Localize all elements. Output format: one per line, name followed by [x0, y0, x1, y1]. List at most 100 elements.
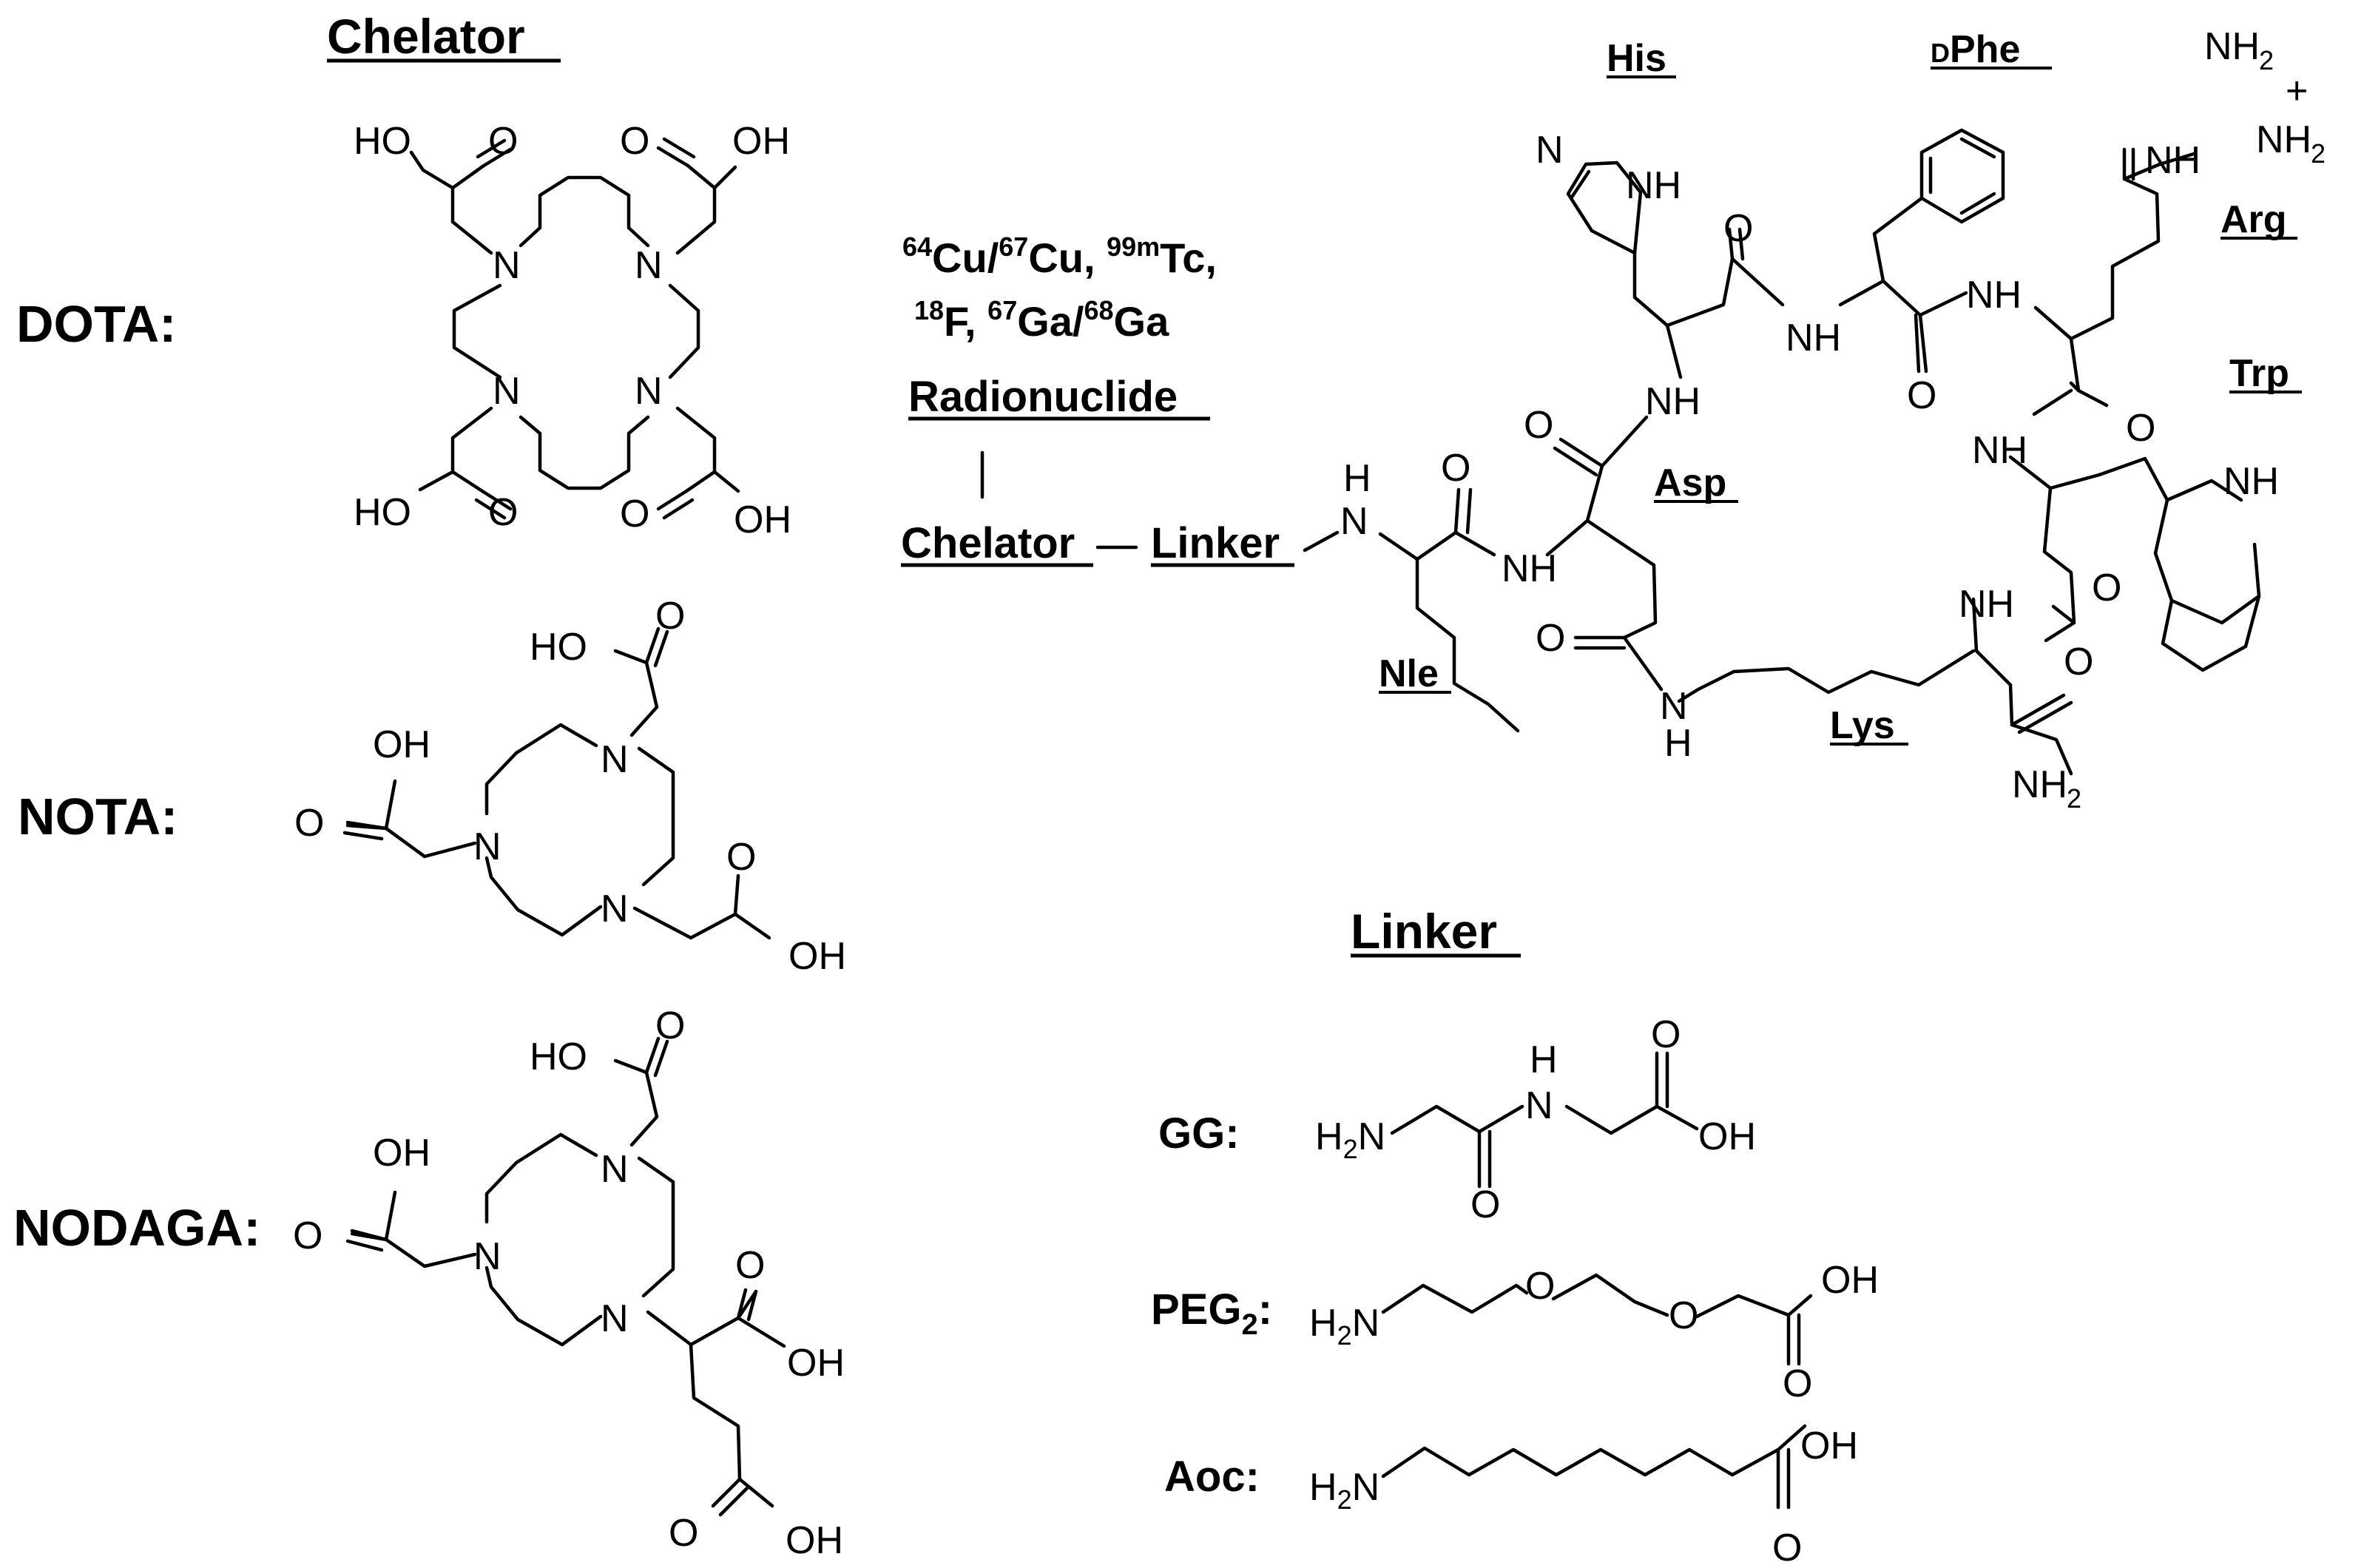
aoc-structure: H2N OH O: [1309, 1424, 1858, 1568]
nodaga-atoms: N N N HO O OH O O OH O OH: [293, 1004, 845, 1562]
svg-text:NH: NH: [2012, 763, 2067, 806]
svg-text:OH: OH: [786, 1519, 843, 1562]
svg-text:O: O: [1470, 1183, 1500, 1226]
svg-text:H: H: [1343, 457, 1371, 500]
svg-text:NH: NH: [2145, 139, 2201, 182]
svg-text:H2N: H2N: [1309, 1466, 1379, 1515]
isotopes-line-1: 64Cu/67Cu, 99mTc,: [902, 232, 1217, 281]
svg-text:NH: NH: [1966, 274, 2022, 317]
svg-text:O: O: [293, 1214, 322, 1257]
svg-text:N: N: [473, 1235, 501, 1278]
svg-text:2: 2: [2311, 138, 2326, 169]
svg-text:O: O: [488, 491, 518, 534]
svg-text:O: O: [1524, 404, 1553, 447]
svg-text:OH: OH: [732, 120, 790, 163]
gg-structure: H2N H N O O OH: [1315, 1013, 1756, 1226]
svg-text:HO: HO: [354, 491, 411, 534]
svg-text:O: O: [669, 1512, 698, 1555]
residue-trp: Trp: [2229, 352, 2289, 395]
svg-text:O: O: [1783, 1362, 1812, 1405]
svg-text:HO: HO: [354, 120, 411, 163]
svg-text:OH: OH: [734, 499, 791, 541]
svg-text:NH: NH: [1972, 429, 2027, 472]
linker-heading: Linker: [1351, 904, 1497, 959]
chelator-heading: Chelator: [327, 9, 525, 64]
svg-text:O: O: [1536, 617, 1565, 660]
chelator-scheme-label: Chelator: [901, 519, 1075, 567]
svg-text:O: O: [2126, 407, 2155, 450]
svg-text:N: N: [601, 1297, 629, 1340]
svg-text:OH: OH: [1821, 1259, 1879, 1302]
residue-dphe: DPhe: [1931, 28, 2020, 71]
svg-text:O: O: [1907, 374, 1936, 417]
svg-text:O: O: [488, 120, 518, 163]
peg2-structure: H2N O O O OH: [1309, 1259, 1879, 1405]
svg-text:OH: OH: [1698, 1115, 1756, 1158]
svg-text:OH: OH: [788, 935, 846, 978]
svg-text:2: 2: [2067, 783, 2081, 814]
svg-text:O: O: [1723, 207, 1753, 250]
svg-text:OH: OH: [787, 1342, 845, 1385]
svg-text:O: O: [655, 1004, 685, 1047]
svg-text:O: O: [735, 1244, 765, 1287]
svg-text:N: N: [1536, 129, 1564, 172]
residue-asp: Asp: [1654, 462, 1726, 504]
svg-text:O: O: [620, 120, 649, 163]
svg-text:O: O: [294, 802, 324, 845]
svg-text:O: O: [1651, 1013, 1681, 1056]
dota-label: DOTA:: [16, 295, 176, 353]
svg-text:N: N: [473, 825, 501, 868]
svg-text:N: N: [1525, 1084, 1553, 1127]
nota-label: NOTA:: [18, 788, 178, 845]
nota-atoms: N N N HO O OH O O OH: [294, 595, 846, 978]
svg-text:N: N: [1660, 685, 1688, 728]
svg-text:NH: NH: [1645, 380, 1701, 423]
svg-text:NH: NH: [1626, 164, 1681, 207]
peptide-structure: [1378, 128, 2261, 776]
nodaga-structure: [345, 1036, 786, 1517]
dota-atoms: N N N N HO O O OH HO O O OH: [354, 120, 791, 541]
svg-text:O: O: [655, 595, 685, 638]
nodaga-label: NODAGA:: [13, 1199, 260, 1257]
radionuclide-label: Radionuclide: [908, 373, 1178, 421]
aoc-label: Aoc:: [1164, 1453, 1260, 1501]
svg-text:NH: NH: [1502, 547, 1557, 590]
residue-nle: Nle: [1379, 652, 1439, 695]
residue-lys: Lys: [1830, 704, 1895, 747]
svg-text:NH: NH: [2223, 460, 2279, 503]
svg-text:+: +: [2286, 70, 2308, 112]
isotopes-line-2: 18F, 67Ga/68Ga: [914, 295, 1169, 345]
svg-text:N: N: [493, 370, 521, 413]
residue-labels: His DPhe Arg Trp Asp Nle Lys: [1379, 28, 2302, 747]
svg-text:O: O: [1525, 1265, 1555, 1308]
svg-text:OH: OH: [373, 723, 430, 766]
linker-scheme-label: Linker: [1151, 519, 1280, 567]
svg-text:N: N: [1340, 500, 1368, 543]
svg-text:OH: OH: [373, 1132, 430, 1175]
residue-arg: Arg: [2221, 198, 2287, 241]
svg-text:O: O: [1441, 447, 1470, 490]
svg-text:O: O: [726, 836, 756, 879]
svg-text:NH: NH: [2204, 25, 2260, 68]
peptide-atoms: H N O NH O NH O N H N NH O NH O NH NH 2 …: [1340, 25, 2326, 814]
dota-structure: [409, 137, 740, 520]
gg-label: GG:: [1158, 1109, 1240, 1158]
svg-text:O: O: [2092, 567, 2121, 609]
svg-text:N: N: [601, 1148, 629, 1191]
svg-text:H2N: H2N: [1315, 1115, 1385, 1164]
svg-text:N: N: [601, 738, 629, 781]
svg-text:N: N: [635, 244, 663, 287]
peg2-label: PEG2:: [1151, 1285, 1272, 1341]
svg-text:O: O: [1772, 1527, 1802, 1568]
svg-text:OH: OH: [1800, 1425, 1858, 1467]
svg-text:NH: NH: [2256, 118, 2311, 161]
linker-peptide-bond: [1303, 530, 1340, 552]
svg-text:O: O: [620, 493, 649, 535]
svg-text:2: 2: [2259, 45, 2274, 75]
svg-text:O: O: [2064, 641, 2093, 683]
svg-text:N: N: [601, 888, 629, 930]
svg-text:NH: NH: [1959, 583, 2014, 626]
svg-text:N: N: [493, 244, 521, 287]
svg-text:NH: NH: [1786, 317, 1841, 359]
